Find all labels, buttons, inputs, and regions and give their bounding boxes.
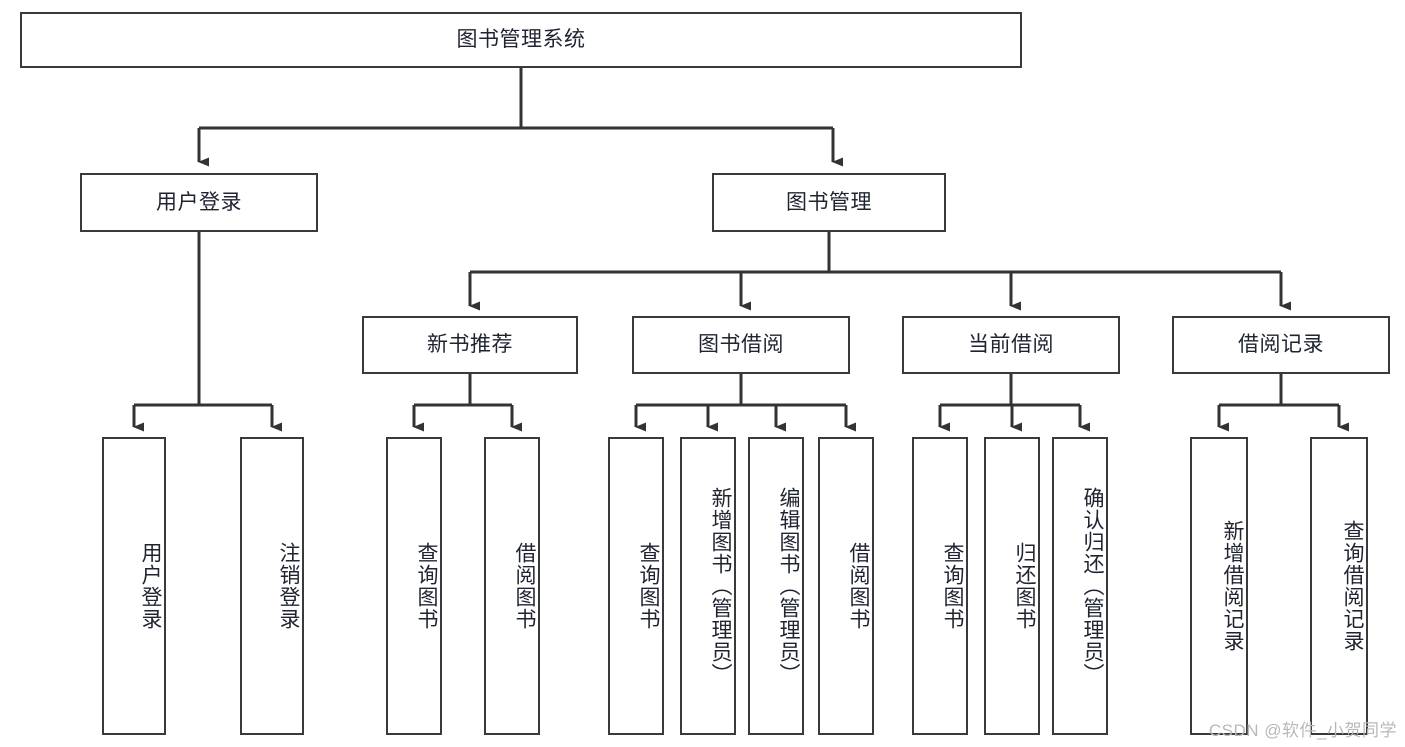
node-leaf-return-book-label: 归还图书 [1013,542,1036,630]
node-leaf-borrow-book-b[interactable]: 借阅图书 [818,437,874,735]
node-leaf-user-login-label: 用户登录 [139,542,162,630]
node-new-book-recommend[interactable]: 新书推荐 [362,316,578,374]
node-borrow-record[interactable]: 借阅记录 [1172,316,1390,374]
node-root-label: 图书管理系统 [456,28,586,52]
node-leaf-add-book-admin[interactable]: 新增图书（管理员） [680,437,736,735]
node-leaf-logout-login-label: 注销登录 [277,542,300,630]
node-book-manage-label: 图书管理 [786,190,872,214]
node-root[interactable]: 图书管理系统 [20,12,1022,68]
node-leaf-borrow-book-a[interactable]: 借阅图书 [484,437,540,735]
node-leaf-add-book-admin-label: 新增图书（管理员） [709,487,732,685]
node-leaf-query-book-c[interactable]: 查询图书 [912,437,968,735]
node-current-borrow-label: 当前借阅 [968,333,1054,357]
node-leaf-query-borrow-record-label: 查询借阅记录 [1341,520,1364,652]
node-leaf-query-book-b-label: 查询图书 [637,542,660,630]
node-leaf-add-borrow-record-label: 新增借阅记录 [1221,520,1244,652]
node-leaf-borrow-book-a-label: 借阅图书 [513,542,536,630]
node-book-borrow[interactable]: 图书借阅 [632,316,850,374]
node-leaf-logout-login[interactable]: 注销登录 [240,437,304,735]
node-user-login-label: 用户登录 [156,190,242,214]
node-leaf-query-book-a-label: 查询图书 [415,542,438,630]
node-leaf-confirm-return-label: 确认归还（管理员） [1081,487,1104,685]
node-leaf-edit-book-admin[interactable]: 编辑图书（管理员） [748,437,804,735]
node-leaf-query-book-b[interactable]: 查询图书 [608,437,664,735]
node-leaf-borrow-book-b-label: 借阅图书 [847,542,870,630]
node-leaf-return-book[interactable]: 归还图书 [984,437,1040,735]
node-leaf-confirm-return[interactable]: 确认归还（管理员） [1052,437,1108,735]
node-current-borrow[interactable]: 当前借阅 [902,316,1120,374]
node-user-login[interactable]: 用户登录 [80,173,318,232]
node-borrow-record-label: 借阅记录 [1238,333,1324,357]
watermark: CSDN @软件_小贺同学 [1208,721,1397,740]
node-leaf-add-borrow-record[interactable]: 新增借阅记录 [1190,437,1248,735]
node-leaf-user-login[interactable]: 用户登录 [102,437,166,735]
node-leaf-query-borrow-record[interactable]: 查询借阅记录 [1310,437,1368,735]
node-leaf-query-book-c-label: 查询图书 [941,542,964,630]
node-leaf-query-book-a[interactable]: 查询图书 [386,437,442,735]
node-book-borrow-label: 图书借阅 [698,333,784,357]
node-leaf-edit-book-admin-label: 编辑图书（管理员） [777,487,800,685]
node-book-manage[interactable]: 图书管理 [712,173,946,232]
node-new-book-recommend-label: 新书推荐 [427,333,513,357]
